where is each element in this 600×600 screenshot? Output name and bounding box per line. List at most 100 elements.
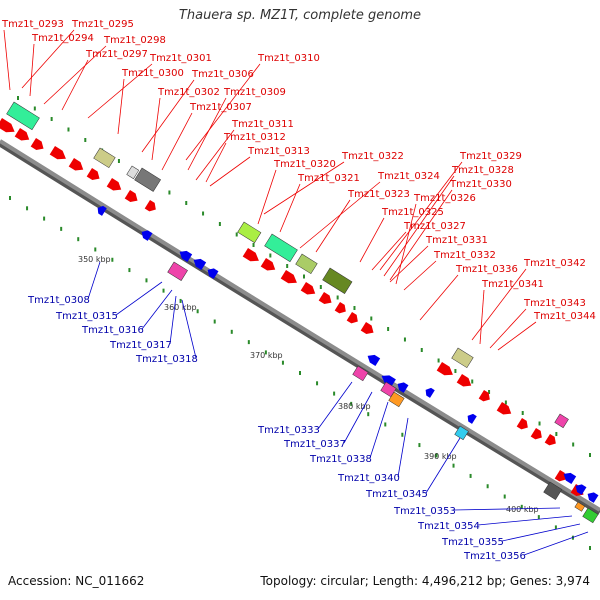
forward-label-leader	[161, 112, 193, 171]
forward-gene-label: Tmz1t_0344	[533, 311, 596, 322]
tick-dot	[403, 337, 406, 342]
reverse-label-leader	[181, 299, 197, 359]
forward-gene-arrow	[49, 146, 66, 160]
forward-gene-arrow	[530, 428, 542, 440]
tick-dot	[299, 371, 301, 375]
tick-dot	[350, 401, 353, 406]
reverse-label-leader	[477, 515, 573, 526]
reverse-gene-label: Tmz1t_0318	[135, 354, 198, 365]
forward-gene-label: Tmz1t_0322	[341, 151, 404, 162]
forward-gene-arrow	[496, 402, 512, 415]
reverse-gene-arrow	[193, 258, 207, 270]
forward-gene-label: Tmz1t_0323	[347, 189, 410, 200]
tick-dot	[520, 504, 523, 509]
feature-block-khaki	[93, 147, 116, 169]
forward-gene-arrow	[30, 138, 44, 150]
tick-dot	[504, 400, 507, 405]
forward-label-leader	[61, 59, 89, 111]
forward-label-leader	[359, 217, 385, 263]
reverse-gene-arrow	[207, 268, 219, 279]
tick-dot	[538, 421, 541, 426]
tick-dot	[469, 473, 472, 478]
feature-block-gray	[134, 167, 162, 192]
feature-block-lightgray	[126, 165, 140, 180]
tick-dot	[213, 319, 216, 324]
reverse-gene-label: Tmz1t_0315	[55, 311, 118, 322]
tick-dot	[235, 232, 238, 237]
forward-gene-label: Tmz1t_0329	[459, 151, 522, 162]
tick-dot	[202, 211, 205, 216]
forward-label-leader	[21, 29, 75, 89]
forward-gene-label: Tmz1t_0313	[247, 146, 310, 157]
tick-dot	[435, 453, 438, 458]
reverse-gene-label: Tmz1t_0355	[441, 537, 504, 548]
scale-label: 350 kbp	[78, 255, 111, 264]
forward-label-leader	[389, 245, 429, 283]
forward-label-leader	[209, 156, 251, 187]
forward-gene-arrow	[346, 312, 358, 324]
forward-label-leader	[383, 175, 455, 277]
forward-gene-label: Tmz1t_0294	[31, 33, 94, 44]
forward-label-leader	[257, 169, 277, 225]
forward-gene-label: Tmz1t_0332	[433, 250, 496, 261]
tick-dot	[230, 329, 233, 334]
forward-gene-label: Tmz1t_0321	[297, 173, 360, 184]
tick-dot	[94, 247, 97, 252]
feature-block-orange	[574, 501, 586, 512]
tick-dot	[33, 106, 36, 111]
tick-dot	[488, 390, 491, 394]
forward-label-leader	[489, 308, 527, 349]
tick-dot	[286, 264, 289, 268]
forward-label-leader	[3, 29, 11, 91]
tick-dot	[589, 546, 591, 550]
tick-dot	[555, 432, 558, 436]
reverse-gene-label: Tmz1t_0353	[393, 506, 456, 517]
reverse-label-leader	[369, 401, 389, 459]
reverse-label-leader	[501, 523, 581, 542]
tick-dot	[353, 306, 356, 310]
tick-dot	[17, 96, 19, 100]
forward-label-leader	[117, 78, 125, 135]
reverse-label-leader	[425, 437, 461, 494]
tick-dot	[537, 515, 540, 520]
forward-label-leader	[29, 43, 35, 97]
tick-dot	[554, 525, 557, 530]
forward-label-leader	[151, 97, 161, 161]
forward-gene-label: Tmz1t_0336	[455, 264, 518, 275]
tick-dot	[264, 350, 267, 355]
tick-dot	[589, 453, 591, 457]
scale-label: 360 kbp	[164, 303, 197, 312]
forward-label-leader	[395, 203, 417, 285]
reverse-gene-arrow	[425, 387, 435, 398]
forward-gene-arrow	[242, 248, 259, 262]
reverse-gene-label: Tmz1t_0308	[27, 295, 90, 306]
reverse-gene-label: Tmz1t_0333	[257, 425, 320, 436]
feature-block-magenta	[352, 365, 369, 382]
tick-dot	[401, 432, 404, 437]
forward-label-leader	[315, 199, 351, 253]
tick-dot	[387, 327, 390, 331]
reverse-label-leader	[523, 531, 589, 556]
forward-gene-label: Tmz1t_0309	[223, 87, 286, 98]
forward-gene-label: Tmz1t_0310	[257, 53, 320, 64]
forward-label-leader	[187, 97, 227, 171]
forward-gene-arrow	[106, 178, 122, 191]
forward-gene-arrow	[14, 128, 30, 141]
forward-gene-arrow	[318, 292, 332, 304]
forward-gene-arrow	[334, 302, 346, 314]
tick-dot	[319, 285, 322, 289]
tick-dot	[503, 494, 506, 499]
scale-label: 370 kbp	[250, 351, 283, 360]
reverse-label-leader	[317, 381, 353, 430]
scale-label: 400 kbp	[506, 505, 539, 514]
reverse-gene-arrow	[587, 492, 599, 503]
tick-dot	[336, 295, 339, 300]
reverse-gene-label: Tmz1t_0354	[417, 521, 480, 532]
tick-dot	[50, 117, 53, 121]
reverse-gene-label: Tmz1t_0340	[337, 473, 400, 484]
reverse-gene-arrow	[97, 205, 107, 216]
forward-gene-arrow	[280, 270, 297, 284]
reverse-label-leader	[397, 417, 409, 478]
feature-block-green	[582, 507, 599, 524]
reverse-gene-arrow	[397, 382, 409, 393]
